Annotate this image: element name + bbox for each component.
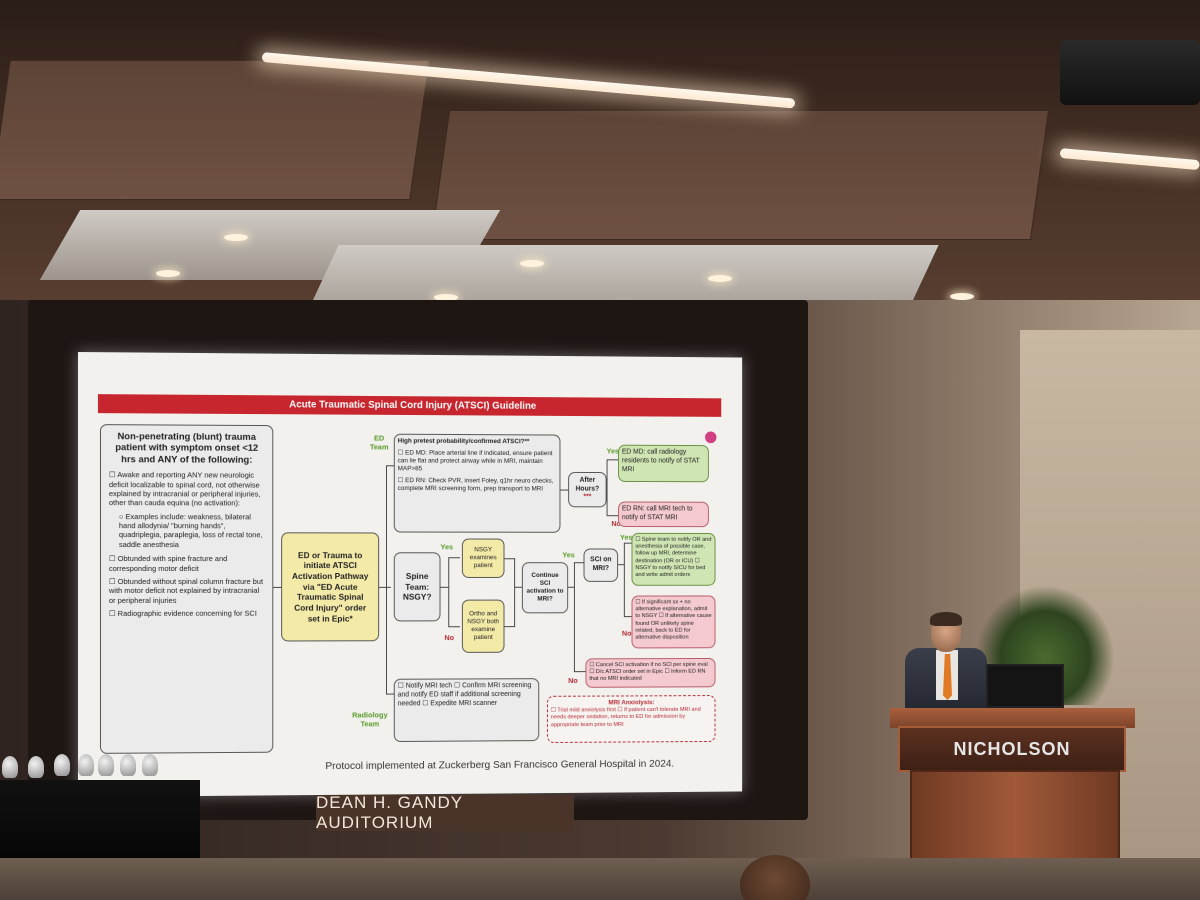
ed-box-title: High pretest probability/confirmed ATSCI… bbox=[398, 438, 557, 447]
slide-title: Acute Traumatic Spinal Cord Injury (ATSC… bbox=[98, 394, 721, 417]
activation-box: ED or Trauma to initiate ATSCI Activatio… bbox=[281, 532, 379, 641]
ceiling-downlight bbox=[520, 260, 544, 267]
connector-line bbox=[448, 557, 460, 558]
ed-rn-mri-text: ED RN: call MRI tech to notify of STAT M… bbox=[622, 505, 693, 521]
sci-on-mri-box: SCI on MRI? bbox=[584, 549, 619, 582]
significant-sx-box: ☐ If significant sx + no alternative exp… bbox=[632, 595, 716, 648]
speaker-hair bbox=[930, 612, 962, 626]
ed-rn-task: ☐ ED RN: Check PVR, insert Foley, q1hr n… bbox=[398, 477, 557, 494]
connector-line bbox=[607, 515, 619, 516]
connector-line bbox=[607, 459, 608, 516]
connector-line bbox=[607, 459, 619, 460]
connector-line bbox=[504, 626, 514, 627]
after-hours-mark: *** bbox=[583, 494, 591, 503]
hospital-logo-icon bbox=[705, 431, 716, 443]
continue-sci-box: Continue SCI activation to MRI? bbox=[522, 562, 568, 613]
ceiling-downlight bbox=[950, 293, 974, 300]
trophy-icon bbox=[28, 756, 44, 778]
ed-md-radiology-text: ED MD: call radiology residents to notif… bbox=[622, 449, 700, 473]
ortho-nsgy-text: Ortho and NSGY both examine patient bbox=[466, 610, 501, 642]
criteria-item: ☐ Radiographic evidence concerning for S… bbox=[109, 609, 265, 619]
nsgy-examines-box: NSGY examines patient bbox=[462, 539, 505, 578]
spine-notify-box: ☐ Spine team to notify OR and anesthesia… bbox=[632, 533, 716, 586]
criteria-item: ☐ Obtunded with spine fracture and corre… bbox=[109, 554, 265, 573]
podium-monitor bbox=[986, 664, 1064, 708]
ed-md-task: ☐ ED MD: Place arterial line if indicate… bbox=[398, 450, 557, 475]
anxiolysis-box: MRI Anxiolysis: ☐ Trial mild anxiolysis … bbox=[547, 695, 716, 743]
projection-screen: Acute Traumatic Spinal Cord Injury (ATSC… bbox=[78, 352, 742, 797]
ed-team-box: High pretest probability/confirmed ATSCI… bbox=[394, 434, 561, 533]
spine-team-text: Spine Team: NSGY? bbox=[398, 571, 437, 602]
criteria-box: Non-penetrating (blunt) trauma patient w… bbox=[100, 424, 273, 754]
connector-line bbox=[514, 587, 522, 588]
criteria-item: ☐ Awake and reporting ANY new neurologic… bbox=[109, 470, 265, 508]
criteria-title: Non-penetrating (blunt) trauma patient w… bbox=[109, 431, 265, 466]
connector-line bbox=[386, 465, 394, 466]
no-label: No bbox=[568, 676, 578, 685]
connector-line bbox=[448, 557, 449, 626]
connector-line bbox=[386, 694, 394, 695]
connector-line bbox=[574, 671, 586, 672]
anxiolysis-body: ☐ Trial mild anxiolysis first ☐ If patie… bbox=[551, 707, 712, 729]
connector-line bbox=[386, 465, 387, 694]
activation-text: ED or Trauma to initiate ATSCI Activatio… bbox=[287, 550, 373, 624]
significant-sx-text: ☐ If significant sx + no alternative exp… bbox=[635, 599, 711, 640]
connector-line bbox=[624, 543, 625, 617]
trophy-icon bbox=[120, 754, 136, 776]
trophy-icon bbox=[142, 754, 158, 776]
stage-floor bbox=[0, 858, 1200, 900]
connector-line bbox=[574, 562, 584, 563]
ortho-nsgy-box: Ortho and NSGY both examine patient bbox=[462, 600, 505, 653]
yes-label: Yes bbox=[441, 542, 454, 551]
ceiling-panel bbox=[431, 110, 1049, 240]
podium-brand-plate: NICHOLSON bbox=[898, 726, 1126, 772]
podium-top bbox=[890, 708, 1135, 728]
after-hours-box: After Hours? *** bbox=[568, 472, 606, 507]
no-label: No bbox=[444, 633, 454, 642]
podium-brand: NICHOLSON bbox=[954, 739, 1071, 760]
cancel-sci-text: ☐ Cancel SCI activation if no SCI per sp… bbox=[589, 662, 707, 682]
ed-md-radiology-box: ED MD: call radiology residents to notif… bbox=[618, 445, 709, 483]
spine-notify-text: ☐ Spine team to notify OR and anesthesia… bbox=[635, 537, 711, 578]
yes-label: Yes bbox=[562, 550, 574, 559]
after-hours-text: After Hours? bbox=[572, 477, 603, 494]
connector-line bbox=[504, 558, 514, 559]
connector-line bbox=[441, 587, 449, 588]
connector-line bbox=[574, 562, 575, 672]
connector-line bbox=[560, 490, 568, 491]
auditorium-sign: DEAN H. GANDY AUDITORIUM bbox=[316, 795, 574, 831]
ceiling-downlight bbox=[156, 270, 180, 277]
ceiling-downlight bbox=[708, 275, 732, 282]
projector bbox=[1060, 40, 1200, 105]
connector-line bbox=[514, 558, 515, 627]
ed-rn-mri-box: ED RN: call MRI tech to notify of STAT M… bbox=[618, 502, 709, 528]
connector-line bbox=[273, 587, 281, 588]
no-label: No bbox=[622, 629, 632, 638]
radiology-tasks-text: ☐ Notify MRI tech ☐ Confirm MRI screenin… bbox=[398, 682, 532, 707]
trophy-icon bbox=[2, 756, 18, 778]
trophy-icon bbox=[78, 754, 94, 776]
ceiling-panel bbox=[0, 60, 430, 200]
nsgy-examines-text: NSGY examines patient bbox=[466, 546, 501, 570]
criteria-subitem: ○ Examples include: weakness, bilateral … bbox=[119, 512, 265, 550]
ed-team-label: ED Team bbox=[364, 434, 393, 452]
slide-footer: Protocol implemented at Zuckerberg San F… bbox=[325, 758, 674, 772]
spine-team-box: Spine Team: NSGY? bbox=[394, 552, 441, 621]
radiology-team-box: ☐ Notify MRI tech ☐ Confirm MRI screenin… bbox=[394, 678, 539, 742]
sci-on-mri-text: SCI on MRI? bbox=[587, 557, 614, 574]
criteria-item: ☐ Obtunded without spinal column fractur… bbox=[109, 577, 265, 605]
connector-line bbox=[624, 616, 632, 617]
continue-sci-text: Continue SCI activation to MRI? bbox=[526, 572, 565, 604]
podium-body bbox=[910, 770, 1120, 862]
trophy-icon bbox=[98, 754, 114, 776]
connector-line bbox=[448, 626, 460, 627]
ceiling-downlight bbox=[224, 234, 248, 241]
radiology-team-label: Radiology Team bbox=[348, 710, 392, 728]
trophy-icon bbox=[54, 754, 70, 776]
connector-line bbox=[624, 543, 632, 544]
cancel-sci-box: ☐ Cancel SCI activation if no SCI per sp… bbox=[585, 658, 715, 688]
